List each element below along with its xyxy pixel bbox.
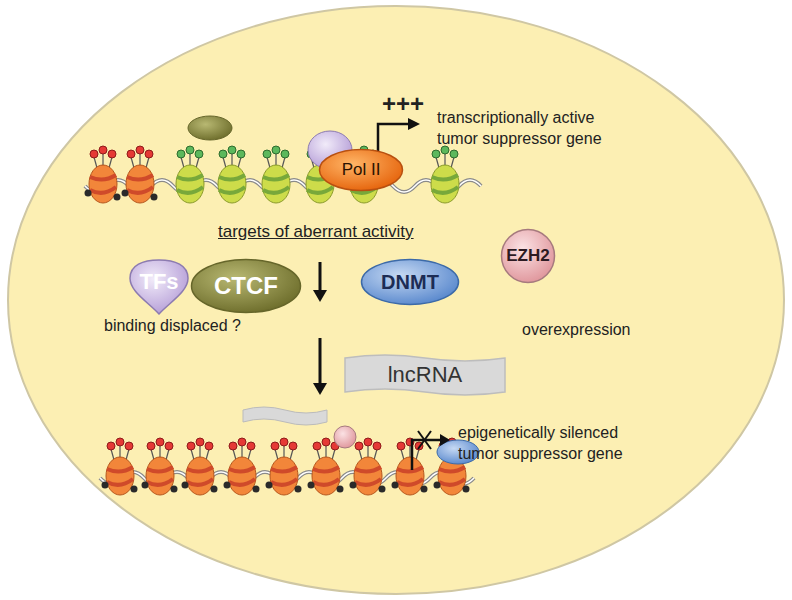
cell-body (8, 6, 784, 594)
arrow-head (313, 383, 327, 395)
block-cross (418, 431, 431, 449)
node-shape (130, 260, 188, 314)
factor-ellipse: CTCF (190, 258, 302, 314)
transcription-arrow (378, 124, 410, 152)
node-text-area: CTCF (190, 258, 302, 314)
section-heading: targets of aberrant activity (218, 221, 414, 243)
flow-arrow (319, 338, 322, 385)
node-text-area: TFs (128, 258, 190, 316)
node-label: lncRNA (388, 362, 463, 388)
node-label: Pol II (342, 160, 381, 180)
block-cross (418, 431, 431, 449)
silenced-nucleosome (308, 438, 344, 495)
node-text-area: DNMT (360, 258, 460, 306)
arrow-head (408, 118, 420, 130)
node-shape (192, 260, 301, 313)
node-label: DNMT (381, 271, 439, 294)
state-note: transcriptionally active tumor suppresso… (437, 108, 615, 150)
node-shape (345, 355, 505, 395)
node-label: EZH2 (506, 246, 549, 266)
annotation-note: overexpression (522, 320, 631, 341)
rna-band: lncRNA (345, 352, 505, 398)
silenced-nucleosome (122, 146, 158, 203)
arrow-head (440, 434, 450, 446)
node-text-area: lncRNA (345, 352, 505, 398)
node-label: CTCF (214, 272, 278, 300)
node-shape (362, 260, 459, 305)
node-text-area: EZH2 (500, 228, 556, 284)
arrow-head (313, 290, 327, 302)
active-nucleosome (431, 146, 459, 203)
factor-teardrop: TFs (128, 258, 190, 316)
blocked-transcription-arrow (412, 440, 440, 470)
silenced-nucleosome (182, 438, 218, 495)
active-nucleosome (262, 146, 290, 203)
enzyme-ellipse: Pol II (318, 148, 404, 192)
lncrna-bound (243, 407, 327, 425)
expression-level: +++ (382, 88, 424, 119)
node-shape (320, 150, 403, 191)
silenced-nucleosome (102, 438, 138, 495)
silenced-nucleosome (224, 438, 260, 495)
node-shape (502, 230, 555, 283)
silenced-nucleosome (85, 146, 121, 203)
silenced-nucleosome (392, 438, 428, 495)
ctcf-bound (188, 116, 232, 140)
node-text-area: Pol II (318, 148, 404, 192)
active-nucleosome (218, 146, 246, 203)
enzyme-ellipse: DNMT (360, 258, 460, 306)
silenced-nucleosome (142, 438, 178, 495)
active-nucleosome (176, 146, 204, 203)
node-label: TFs (139, 269, 178, 295)
silenced-nucleosome (350, 438, 386, 495)
enzyme-circle: EZH2 (500, 228, 556, 284)
annotation-note: binding displaced ? (104, 316, 241, 337)
ezh2-bound (334, 426, 356, 448)
silenced-nucleosome (266, 438, 302, 495)
state-note: epigenetically silenced tumor suppressor… (458, 423, 643, 465)
flow-arrow (319, 262, 322, 292)
